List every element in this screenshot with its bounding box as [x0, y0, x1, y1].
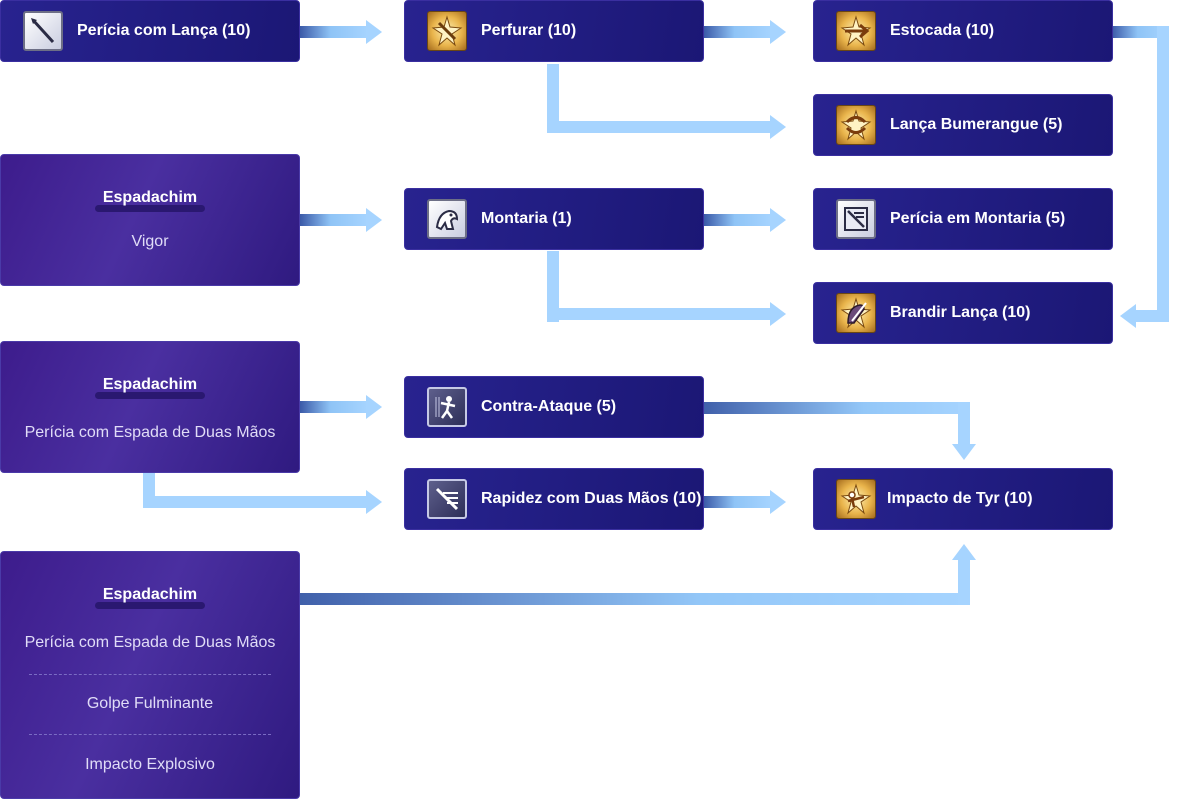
requirement-box-2: Espadachim Perícia com Espada de Duas Mã…: [0, 341, 300, 473]
requirement-item: Golpe Fulminante: [86, 695, 214, 712]
skill-contra-ataque[interactable]: Contra-Ataque (5): [404, 376, 704, 438]
requirement-item: Perícia com Espada de Duas Mãos: [24, 634, 276, 651]
skill-label: Estocada (10): [890, 22, 995, 39]
riding-icon: [427, 199, 467, 239]
skill-perfurar[interactable]: Perfurar (10): [404, 0, 704, 62]
skill-label: Perícia com Lança (10): [77, 22, 251, 39]
requirement-divider: [29, 734, 271, 735]
requirement-item: Impacto Explosivo: [85, 756, 215, 773]
arrow-montaria-brandir-lanca: [547, 251, 786, 326]
spear-stab-icon: [836, 11, 876, 51]
requirement-divider: [29, 674, 271, 675]
counter-attack-icon: [427, 387, 467, 427]
arrow-requirement-2-contra-ataque: [300, 395, 382, 419]
arrow-contra-ataque-impacto-tyr: [704, 402, 976, 460]
arrow-montaria-pericia-montaria: [704, 208, 786, 232]
skill-estocada[interactable]: Estocada (10): [813, 0, 1113, 62]
arrow-rapidez-impacto-tyr: [704, 490, 786, 514]
skill-lanca-bumerangue[interactable]: Lança Bumerangue (5): [813, 94, 1113, 156]
brandish-spear-icon: [836, 293, 876, 333]
requirement-title: Espadachim: [94, 376, 206, 399]
two-hand-quicken-icon: [427, 479, 467, 519]
skill-label: Brandir Lança (10): [890, 304, 1031, 321]
skill-pericia-com-lanca[interactable]: Perícia com Lança (10): [0, 0, 300, 62]
skill-label: Impacto de Tyr (10): [887, 490, 1033, 507]
requirement-item: Vigor: [131, 233, 169, 250]
skill-label: Perfurar (10): [481, 22, 577, 39]
skill-impacto-de-tyr[interactable]: Impacto de Tyr (10): [813, 468, 1113, 530]
requirement-item: Perícia com Espada de Duas Mãos: [24, 424, 276, 441]
skill-rapidez-com-duas-maos[interactable]: Rapidez com Duas Mãos (10): [404, 468, 704, 530]
arrow-pericia-lanca-perfurar: [300, 20, 382, 44]
requirement-title: Espadachim: [94, 586, 206, 609]
skill-label: Contra-Ataque (5): [481, 398, 617, 415]
skill-label: Lança Bumerangue (5): [890, 116, 1063, 133]
requirement-box-1: Espadachim Vigor: [0, 154, 300, 286]
requirement-title: Espadachim: [94, 189, 206, 212]
arrow-requirement-1-montaria: [300, 208, 382, 232]
skill-montaria[interactable]: Montaria (1): [404, 188, 704, 250]
pierce-icon: [427, 11, 467, 51]
skill-pericia-em-montaria[interactable]: Perícia em Montaria (5): [813, 188, 1113, 250]
skill-label: Montaria (1): [481, 210, 572, 227]
skill-label: Rapidez com Duas Mãos (10): [481, 490, 702, 507]
arrow-estocada-brandir-lanca: [1112, 26, 1169, 328]
arrow-perfurar-lanca-bumerangue: [547, 64, 786, 139]
bowling-bash-icon: [836, 479, 876, 519]
skill-brandir-lanca[interactable]: Brandir Lança (10): [813, 282, 1113, 344]
spear-mastery-icon: [23, 11, 63, 51]
arrow-requirement-3-impacto-tyr: [300, 544, 976, 605]
cavalier-mastery-icon: [836, 199, 876, 239]
arrow-requirement-2-rapidez: [143, 472, 382, 514]
requirement-box-3: Espadachim Perícia com Espada de Duas Mã…: [0, 551, 300, 799]
skill-label: Perícia em Montaria (5): [890, 210, 1066, 227]
arrow-perfurar-estocada: [704, 20, 786, 44]
spear-boomerang-icon: [836, 105, 876, 145]
